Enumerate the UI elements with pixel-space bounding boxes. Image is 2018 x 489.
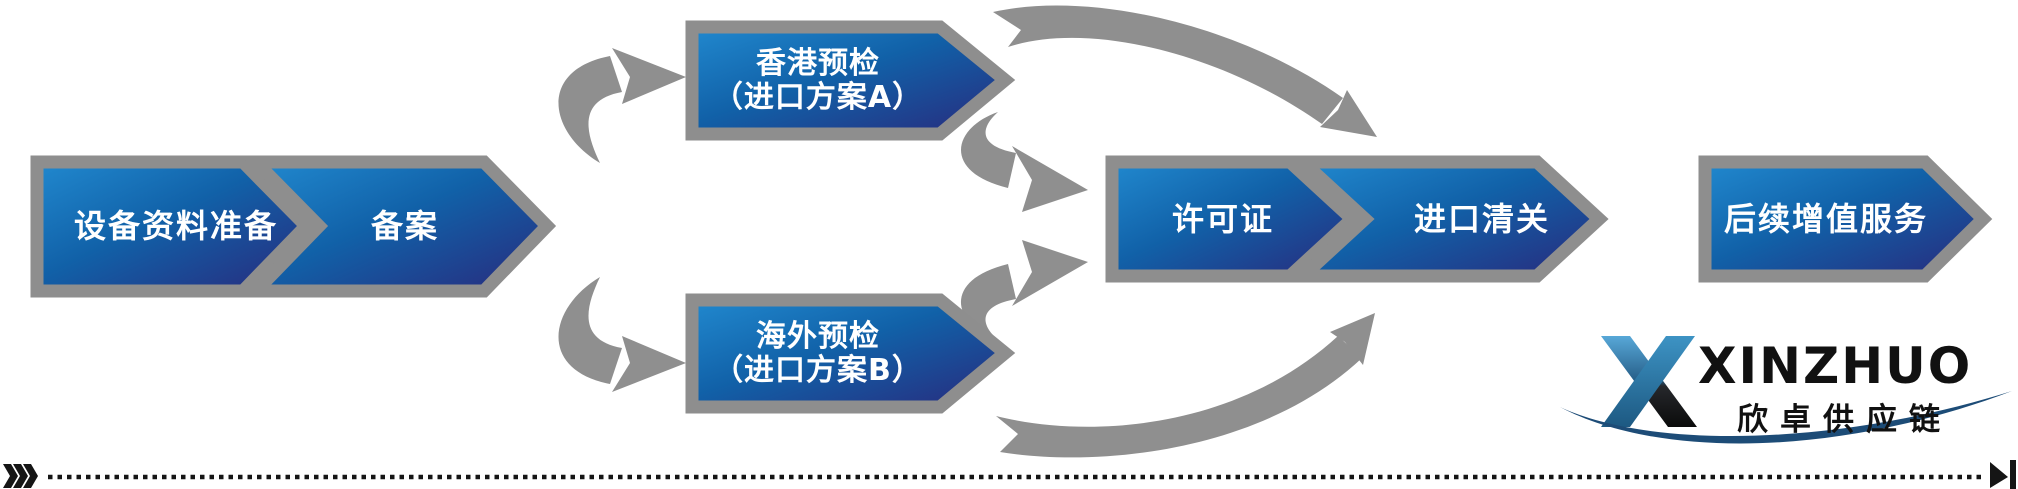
logo-brand-name: XINZHUO (1698, 337, 1973, 395)
step-followup-label: 后续增值服务 (1723, 200, 1929, 239)
option-a-line2: （进口方案A） (712, 80, 924, 115)
step-followup-box (1698, 155, 1993, 283)
step-customs-label: 进口清关 (1413, 200, 1551, 239)
option-b-line2: （进口方案B） (713, 353, 923, 388)
option-b-box (685, 293, 1016, 414)
step-prepare-label: 设备资料准备 (73, 207, 279, 246)
logo-x-mark-icon (1601, 336, 1697, 427)
arc-arrow-option-b-to-customs-icon (996, 313, 1375, 458)
logo-tagline: 欣卓供应链 (1737, 402, 1952, 438)
option-b-line1: 海外预检 (756, 319, 880, 354)
option-a-line1: 香港预检 (756, 46, 880, 81)
step-license-chevron (1105, 155, 1362, 283)
step-filing-chevron (240, 155, 557, 298)
curved-arrow-filing-to-option-a-icon (558, 48, 686, 163)
option-a-label: 香港预检 （进口方案A） (713, 47, 923, 115)
option-b-label: 海外预检 （进口方案B） (713, 320, 923, 388)
timeline-start-chevrons-icon (3, 464, 38, 488)
logo-swoosh-icon (1560, 391, 2012, 444)
step-license-label: 许可证 (1171, 200, 1275, 239)
curved-arrow-filing-to-option-b-icon (558, 277, 686, 392)
curved-arrow-option-a-to-license-icon (961, 112, 1088, 212)
step-prepare-chevron (30, 155, 316, 298)
timeline-end-icon (1990, 460, 2016, 489)
step-customs-chevron (1286, 155, 1609, 283)
arc-arrow-option-a-to-customs-icon (993, 5, 1377, 137)
step-filing-label: 备案 (370, 207, 440, 246)
option-a-box (685, 20, 1016, 141)
